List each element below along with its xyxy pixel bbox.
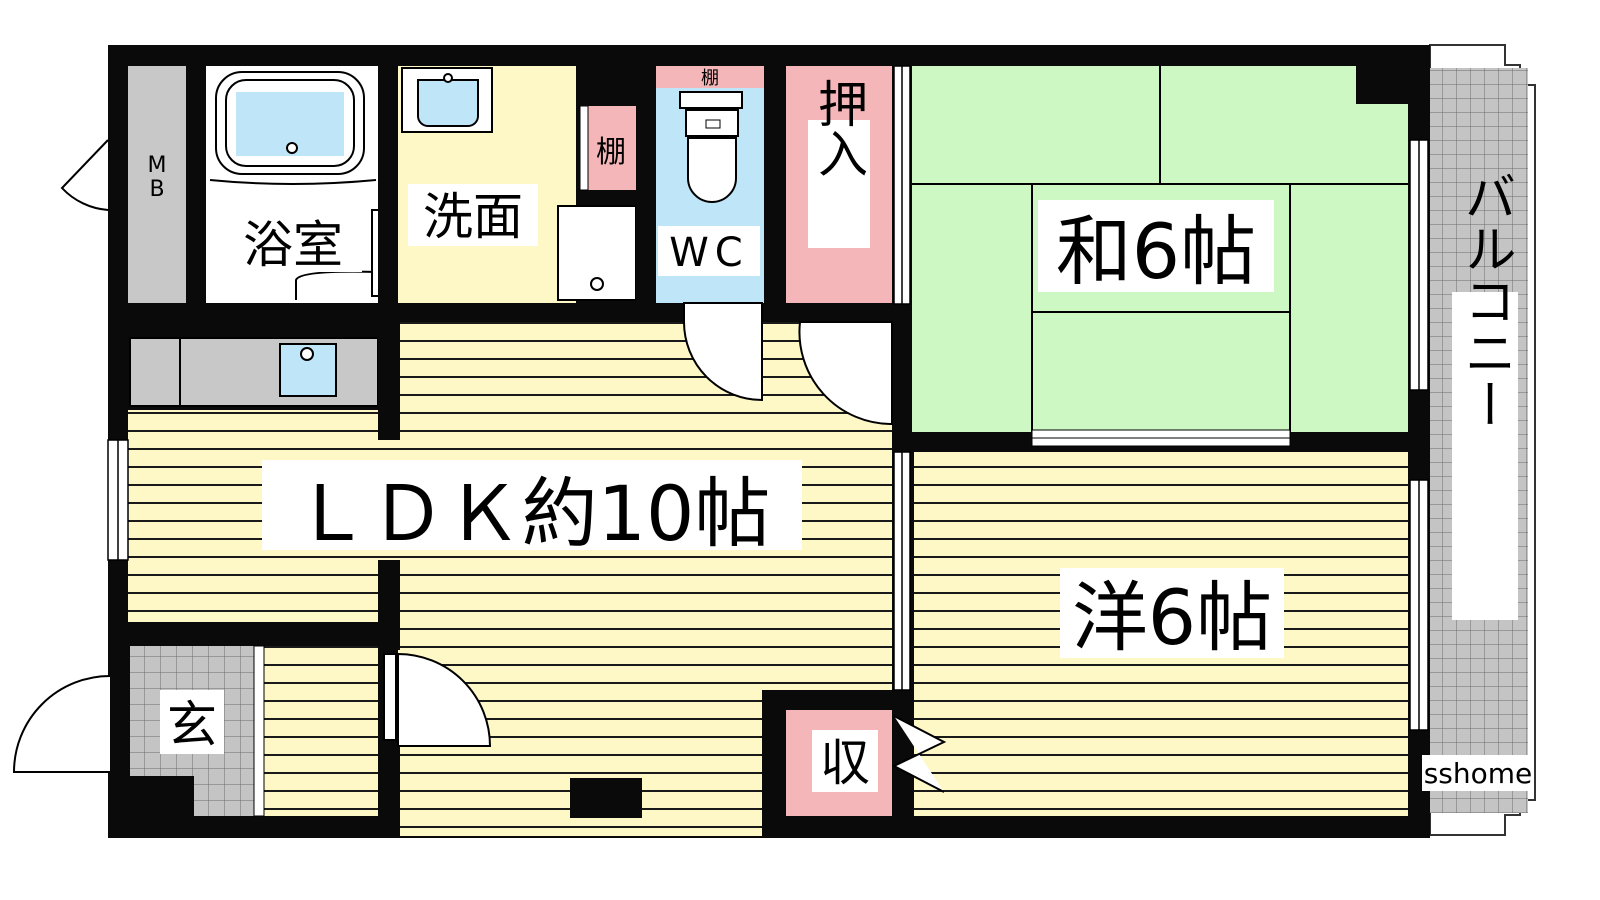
wc-shelf-label: 棚 — [701, 68, 719, 89]
genkan-label: 玄 — [167, 696, 217, 754]
bath-label: 浴室 — [243, 216, 343, 274]
closet-door[interactable] — [891, 715, 947, 793]
balcony-label-box — [1452, 292, 1518, 620]
closet-label: 収 — [820, 734, 870, 792]
balcony: バルコニー — [1429, 44, 1536, 836]
svg-text:B: B — [149, 177, 164, 202]
wc-label: WC — [669, 230, 748, 276]
wc-door[interactable] — [683, 321, 763, 402]
washroom-label: 洗面 — [423, 188, 523, 246]
mb-door[interactable] — [60, 139, 109, 211]
mb-label: MB — [0, 0, 2, 1]
ldk-label: ＬＤＫ約10帖 — [294, 469, 771, 558]
doors — [383, 302, 893, 747]
windows — [107, 65, 1429, 731]
washroom-shelf-label: 棚 — [596, 135, 626, 170]
genkan-inner-door[interactable] — [397, 652, 492, 747]
washitsu-label: 和6帖 — [1056, 207, 1256, 296]
youshitsu-label: 洋6帖 — [1072, 573, 1272, 662]
balcony-label: バルコニー — [1455, 170, 1515, 430]
washitsu-door[interactable] — [798, 321, 893, 426]
mb-space: M B — [128, 66, 186, 303]
kitchen-counter — [129, 337, 379, 407]
svg-text:M: M — [148, 153, 167, 178]
oshiire-label: 押入 — [810, 78, 868, 178]
watermark-label: sshome — [1424, 757, 1533, 790]
washroom-shelf — [586, 106, 636, 190]
entrance-door[interactable] — [12, 675, 111, 773]
